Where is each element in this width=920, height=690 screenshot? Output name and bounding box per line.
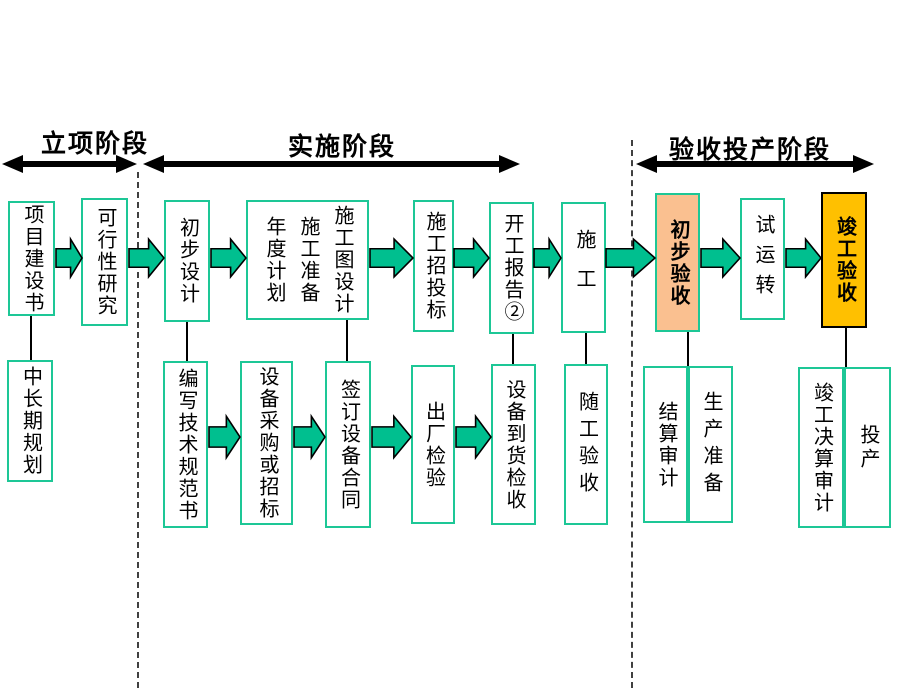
phase-divider-line (137, 172, 139, 688)
node-label: 中长期规划 (19, 366, 42, 476)
arrow-left-head-icon (636, 155, 657, 173)
node-label: 随工验收 (575, 390, 598, 499)
node-feasibility-study: 可行性研究 (81, 198, 128, 326)
flow-arrow-icon (701, 237, 740, 279)
node-commissioning: 投产 (844, 367, 891, 528)
node-construction-bidding: 施工招投标 (413, 200, 454, 332)
flow-arrow-icon (56, 237, 82, 279)
arrow-right-head-icon (853, 155, 874, 173)
flow-arrow-icon (786, 237, 821, 279)
node-equipment-contract: 签订设备合同 (325, 361, 371, 528)
node-equipment-arrival-inspection: 设备到货检收 (491, 364, 536, 525)
node-label: 施工招投标 (423, 211, 445, 321)
node-tech-spec-writing: 编写技术规范书 (163, 361, 208, 528)
node-label: 初步设计 (176, 217, 199, 305)
phase-title-acceptance: 验收投产阶段 (668, 137, 832, 164)
node-label: 竣工验收 (833, 216, 856, 304)
node-trial-run: 试运转 (740, 198, 785, 320)
phase-axis-arrow (2, 155, 137, 173)
node-commencement-report: 开工报告② (489, 202, 534, 334)
connector-line (186, 322, 188, 361)
flow-arrow-icon (534, 237, 561, 279)
node-label: 可行性研究 (94, 207, 116, 317)
node-settlement-audit: 结算审计 (643, 366, 688, 523)
flow-arrow-icon (294, 414, 325, 460)
node-construction: 施工 (561, 202, 606, 333)
node-label: 竣工决算审计 (810, 381, 833, 514)
connector-line (585, 333, 587, 364)
flow-arrow-icon (129, 237, 164, 279)
node-label: 投产 (857, 423, 879, 472)
node-label: 结算审计 (655, 400, 677, 489)
flow-arrow-icon (456, 414, 491, 460)
flow-arrow-icon (370, 237, 413, 279)
node-mid-long-term-plan: 中长期规划 (7, 360, 53, 482)
arrow-right-head-icon (499, 155, 520, 173)
node-label-construction-prep: 施工准备 (297, 216, 319, 304)
node-preliminary-acceptance: 初步验收 (655, 193, 700, 332)
phase-axis-arrow (636, 155, 874, 173)
arrow-left-head-icon (143, 155, 164, 173)
flow-arrow-icon (372, 414, 411, 460)
node-label: 开工报告② (501, 213, 523, 323)
connector-line (30, 316, 32, 360)
phase-axis-arrow (143, 155, 520, 173)
node-production-prep: 生产准备 (688, 366, 733, 523)
arrow-right-head-icon (116, 155, 137, 173)
phase-divider-line (631, 140, 633, 688)
node-label: 出厂检验 (422, 400, 445, 489)
node-label-drawing-design: 施工图设计 (331, 205, 353, 315)
node-label: 设备到货检收 (503, 378, 525, 511)
node-preliminary-design: 初步设计 (164, 200, 210, 322)
node-factory-inspection: 出厂检验 (411, 365, 455, 524)
connector-line (512, 334, 514, 364)
node-equipment-procurement: 设备采购或招标 (240, 361, 293, 525)
connector-line (346, 320, 348, 361)
arrow-left-head-icon (2, 155, 23, 173)
node-final-account-audit: 竣工决算审计 (798, 367, 844, 528)
node-label: 初步验收 (667, 218, 689, 307)
connector-line (687, 332, 689, 366)
flow-arrow-icon (209, 414, 240, 460)
node-label: 签订设备合同 (337, 378, 360, 511)
node-accompanying-acceptance: 随工验收 (564, 364, 608, 525)
node-project-proposal: 项目建设书 (8, 201, 55, 316)
phase-title-initiation: 立项阶段 (40, 131, 150, 158)
flow-arrow-icon (211, 237, 246, 279)
node-label: 编写技术规范书 (175, 367, 197, 522)
node-label: 生产准备 (700, 390, 722, 499)
node-label: 施工 (573, 228, 595, 307)
node-label: 项目建设书 (21, 203, 43, 314)
phase-title-implementation: 实施阶段 (287, 134, 397, 161)
node-label: 设备采购或招标 (256, 366, 278, 520)
flow-arrow-icon (454, 237, 489, 279)
node-plan-prep-design-group: 年度计划 施工准备 施工图设计 (246, 200, 369, 320)
flow-arrow-icon (606, 237, 655, 279)
node-completion-acceptance: 竣工验收 (821, 192, 867, 328)
node-label-annual-plan: 年度计划 (263, 216, 285, 304)
connector-line (845, 328, 847, 367)
node-label: 试运转 (752, 214, 774, 304)
